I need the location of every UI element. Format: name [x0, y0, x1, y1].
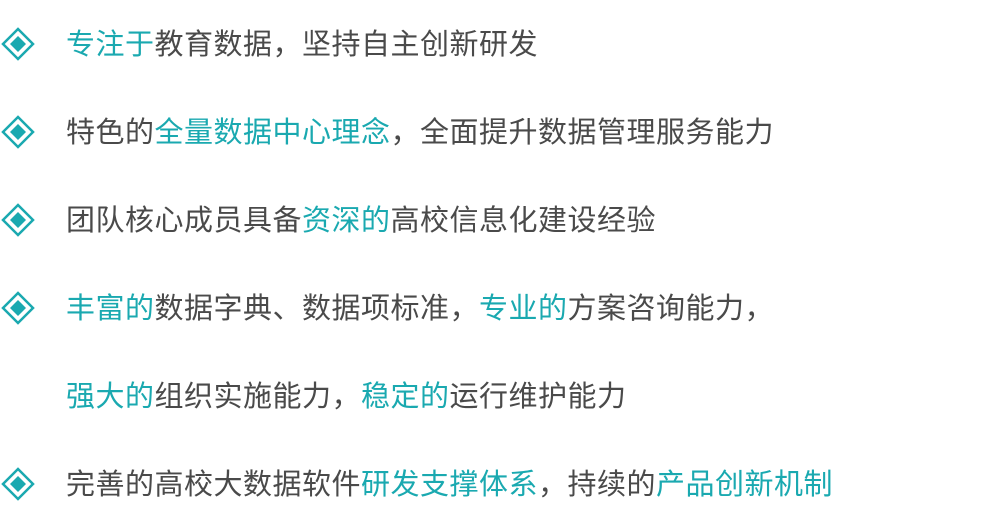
highlight-text: 专业的: [479, 291, 568, 325]
highlight-text: 专注于: [66, 27, 155, 61]
diamond-bullet-icon: [0, 26, 36, 62]
body-text: 团队核心成员具备: [66, 203, 303, 237]
list-item-text: 丰富的数据字典、数据项标准，专业的方案咨询能力，: [66, 282, 774, 334]
highlight-text: 资深的: [302, 203, 391, 237]
highlight-text: 研发支撑体系: [361, 467, 539, 501]
highlight-text: 丰富的: [66, 291, 155, 325]
diamond-bullet-icon: [0, 290, 36, 326]
list-item-text: 团队核心成员具备资深的高校信息化建设经验: [66, 194, 656, 246]
highlight-text: 产品创新机制: [656, 467, 834, 501]
list-item: 强大的组织实施能力，稳定的运行维护能力: [0, 370, 998, 422]
list-item: 丰富的数据字典、数据项标准，专业的方案咨询能力，: [0, 282, 998, 334]
highlight-text: 全量数据中心理念: [154, 115, 391, 149]
highlight-text: 强大的: [66, 379, 155, 413]
body-text: 方案咨询能力，: [567, 291, 775, 325]
body-text: ，全面提升数据管理服务能力: [390, 115, 775, 149]
highlight-text: 稳定的: [361, 379, 450, 413]
body-text: 特色的: [66, 115, 155, 149]
body-text: 运行维护能力: [449, 379, 627, 413]
list-item-text: 完善的高校大数据软件研发支撑体系，持续的产品创新机制: [66, 458, 833, 510]
body-text: 数据字典、数据项标准，: [154, 291, 480, 325]
body-text: 高校信息化建设经验: [390, 203, 657, 237]
list-item-text: 专注于教育数据，坚持自主创新研发: [66, 18, 538, 70]
list-item-text: 强大的组织实施能力，稳定的运行维护能力: [66, 370, 627, 422]
body-text: ，持续的: [538, 467, 657, 501]
diamond-bullet-icon: [0, 114, 36, 150]
list-item: 特色的全量数据中心理念，全面提升数据管理服务能力: [0, 106, 998, 158]
list-item-text: 特色的全量数据中心理念，全面提升数据管理服务能力: [66, 106, 774, 158]
list-item: 团队核心成员具备资深的高校信息化建设经验: [0, 194, 998, 246]
list-item: 专注于教育数据，坚持自主创新研发: [0, 18, 998, 70]
diamond-bullet-icon: [0, 202, 36, 238]
body-text: 教育数据，坚持自主创新研发: [154, 27, 539, 61]
body-text: 完善的高校大数据软件: [66, 467, 362, 501]
diamond-bullet-icon: [0, 466, 36, 502]
list-item: 完善的高校大数据软件研发支撑体系，持续的产品创新机制: [0, 458, 998, 510]
body-text: 组织实施能力，: [154, 379, 362, 413]
